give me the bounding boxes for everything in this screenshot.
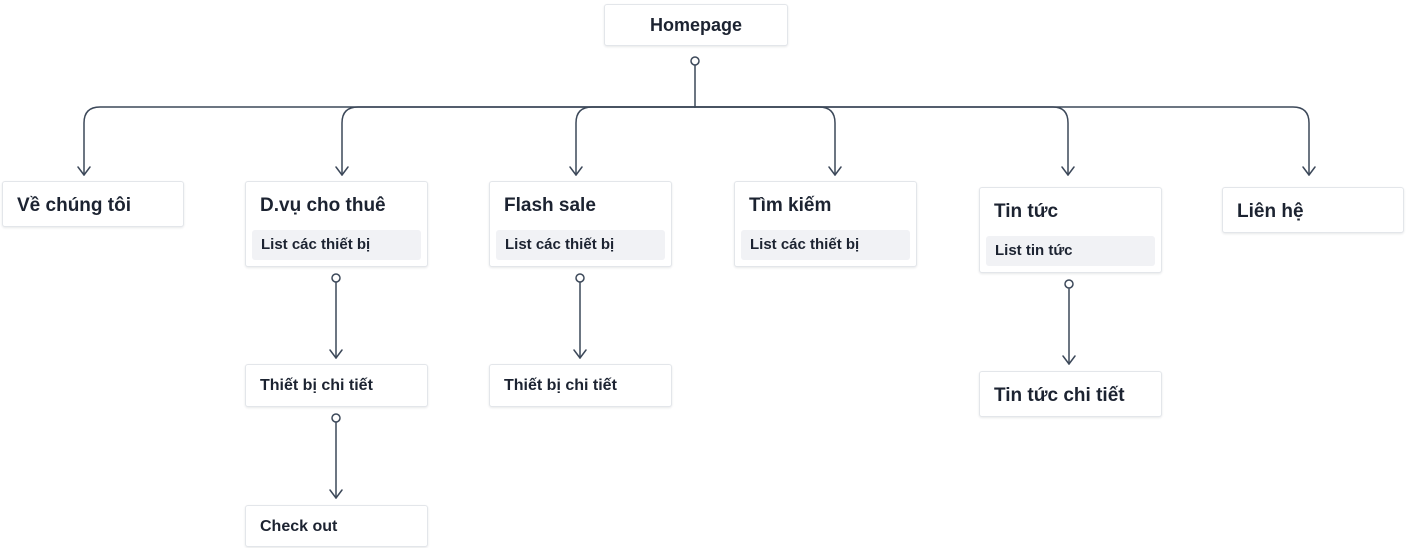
edge-homepage-dich-vu xyxy=(341,106,696,176)
node-fs-thiet-bi-chi-tiet[interactable]: Thiết bị chi tiết xyxy=(489,364,672,407)
node-tin-tuc-sub: List tin tức xyxy=(986,236,1155,266)
node-homepage[interactable]: Homepage xyxy=(604,4,788,46)
edge-homepage-ve-chung-toi xyxy=(83,106,696,176)
node-check-out[interactable]: Check out xyxy=(245,505,428,547)
node-flash-sale-sub: List các thiết bị xyxy=(496,230,665,260)
node-check-out-label: Check out xyxy=(260,518,338,535)
node-dv-thiet-bi-chi-tiet-label: Thiết bị chi tiết xyxy=(260,377,373,394)
node-dich-vu-label: D.vụ cho thuê xyxy=(260,195,386,216)
edge-homepage-tin-tuc xyxy=(694,106,1069,176)
node-ve-chung-toi[interactable]: Về chúng tôi xyxy=(2,181,184,227)
edge-homepage-lien-he xyxy=(694,106,1310,176)
node-dv-thiet-bi-chi-tiet[interactable]: Thiết bị chi tiết xyxy=(245,364,428,407)
node-flash-sale[interactable]: Flash sale List các thiết bị xyxy=(489,181,672,267)
node-dich-vu[interactable]: D.vụ cho thuê List các thiết bị xyxy=(245,181,428,267)
node-tin-tuc-chi-tiet-label: Tin tức chi tiết xyxy=(994,385,1125,406)
node-tin-tuc[interactable]: Tin tức List tin tức xyxy=(979,187,1162,273)
node-tim-kiem[interactable]: Tìm kiếm List các thiết bị xyxy=(734,181,917,267)
node-ve-chung-toi-label: Về chúng tôi xyxy=(17,195,131,216)
edge-homepage-tim-kiem xyxy=(694,106,836,176)
node-lien-he-label: Liên hệ xyxy=(1237,201,1304,222)
node-homepage-label: Homepage xyxy=(649,15,743,35)
node-lien-he[interactable]: Liên hệ xyxy=(1222,187,1404,233)
node-tin-tuc-chi-tiet[interactable]: Tin tức chi tiết xyxy=(979,371,1162,417)
node-tim-kiem-sub: List các thiết bị xyxy=(741,230,910,260)
node-fs-thiet-bi-chi-tiet-label: Thiết bị chi tiết xyxy=(504,377,617,394)
node-dich-vu-sub: List các thiết bị xyxy=(252,230,421,260)
node-tim-kiem-label: Tìm kiếm xyxy=(749,195,832,216)
node-flash-sale-label: Flash sale xyxy=(504,195,596,216)
node-tin-tuc-label: Tin tức xyxy=(994,201,1059,222)
edge-homepage-flash-sale xyxy=(575,106,696,176)
